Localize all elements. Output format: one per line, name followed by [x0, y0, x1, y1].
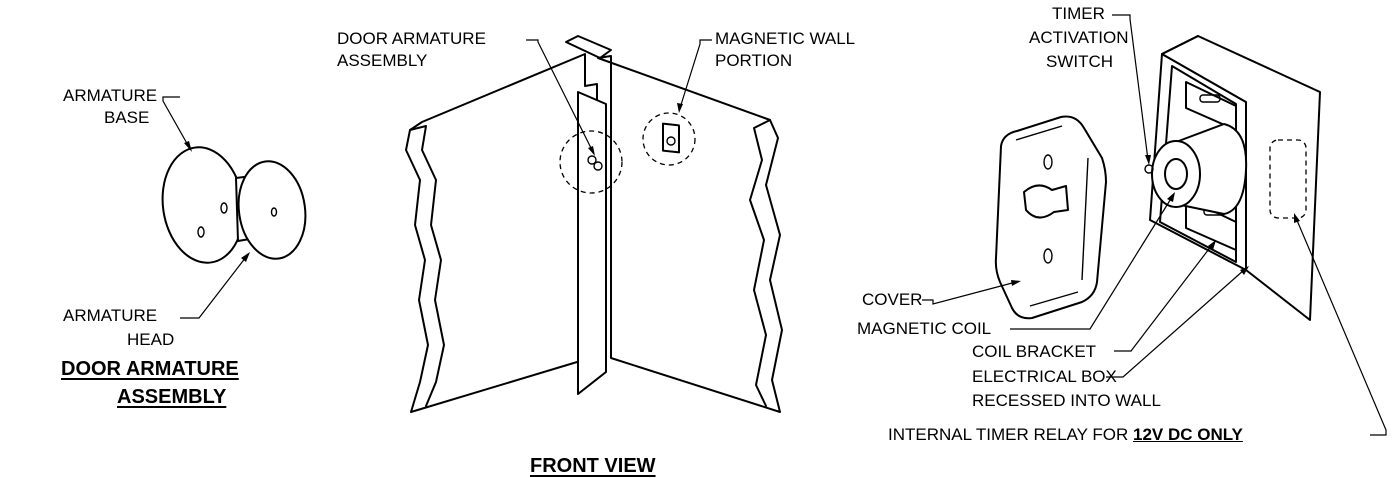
cover-hole-bottom [1043, 248, 1053, 264]
right-wall-thickness [749, 119, 771, 407]
electrical-box-drawing [994, 35, 1321, 321]
door-armature-arrow [588, 146, 595, 156]
coil-bracket-arrow [1208, 240, 1216, 250]
armature-head-hole [270, 207, 278, 217]
cover-arrow [1011, 280, 1021, 286]
armature-drawing [161, 146, 307, 264]
armature-head-label-line1: ARMATURE [63, 306, 158, 325]
internal-timer-relay-label: INTERNAL TIMER RELAY FOR 12V DC ONLY [888, 425, 1243, 445]
door-armature-detail-circle [559, 130, 623, 194]
cover-keyhole [1023, 184, 1069, 219]
magnetic-wall-leader [679, 39, 712, 109]
armature-head-leader [180, 256, 247, 319]
right-wall-panel [597, 55, 783, 413]
magnetic-coil-label: MAGNETIC COIL [857, 319, 992, 338]
door-armature-assembly-label-line1: DOOR ARMATURE [337, 29, 486, 48]
door-armature-leader [526, 39, 594, 153]
left-wall-panel [405, 53, 598, 413]
timer-arrow [1145, 155, 1151, 165]
left-wall-thickness [409, 125, 445, 407]
electrical-box-label-line1: ELECTRICAL BOX [972, 367, 1117, 386]
cover-plate [994, 115, 1107, 320]
armature-head-label-line2: HEAD [127, 330, 175, 349]
cover-label: COVER [862, 290, 923, 309]
front-view-title: FRONT VIEW [530, 455, 656, 477]
internal-timer-arrow [1294, 213, 1300, 223]
door-armature-assembly-title-line2: ASSEMBLY [117, 386, 227, 408]
timer-activation-label-line3: SWITCH [1046, 52, 1114, 71]
coil-bracket-leader [1114, 244, 1213, 352]
magnetic-wall-arrow [677, 103, 683, 113]
magnetic-coil-core [1164, 158, 1188, 190]
cover-leader [922, 281, 1017, 305]
magnetic-wall-block [662, 122, 680, 154]
armature-base-label-line2: BASE [104, 108, 150, 127]
door-armature-screw [587, 155, 597, 165]
timer-leader [1112, 14, 1149, 161]
internal-timer-leader [1295, 217, 1387, 436]
timer-activation-label-line1: TIMER [1052, 4, 1105, 23]
internal-timer-relay-prefix: INTERNAL TIMER RELAY FOR [888, 425, 1133, 444]
door-armature-assembly-label-line2: ASSEMBLY [337, 51, 428, 70]
door-armature-screw-2 [593, 161, 603, 171]
magnetic-wall-detail-circle [642, 112, 696, 166]
armature-base-leader [162, 96, 190, 148]
armature-base-hole [220, 202, 228, 214]
magnetic-wall-portion-label-line1: MAGNETIC WALL [715, 29, 856, 48]
coil-bracket-label: COIL BRACKET [972, 342, 1097, 361]
frame-top-cap [565, 35, 612, 59]
internal-timer-relay-emphasis: 12V DC ONLY [1132, 425, 1243, 444]
door-leaf [577, 91, 607, 395]
magnetic-coil-leader [1010, 196, 1173, 330]
electrical-box-leader [1106, 269, 1245, 378]
magnetic-coil-arrow [1167, 192, 1175, 202]
door-armature-assembly-title-line1: DOOR ARMATURE [61, 358, 239, 380]
magnetic-wall-screw [666, 136, 676, 146]
armature-base-label-line1: ARMATURE [63, 86, 158, 105]
armature-base-arrow [184, 141, 192, 152]
magnetic-wall-portion-label-line2: PORTION [715, 51, 793, 70]
cover-hole-top [1043, 154, 1053, 170]
internal-timer-relay-outline [1269, 139, 1307, 219]
armature-base-hole-2 [197, 226, 205, 238]
box-top-face [1161, 35, 1199, 55]
electrical-box-arrow [1240, 266, 1249, 275]
bracket-slot-upper [1199, 94, 1221, 103]
armature-head-arrow [241, 252, 250, 262]
cover-bevel [1015, 125, 1089, 307]
electrical-box-label-line2: RECESSED INTO WALL [972, 391, 1161, 410]
timer-activation-label-line2: ACTIVATION [1029, 28, 1129, 47]
front-view-drawing [405, 35, 783, 413]
